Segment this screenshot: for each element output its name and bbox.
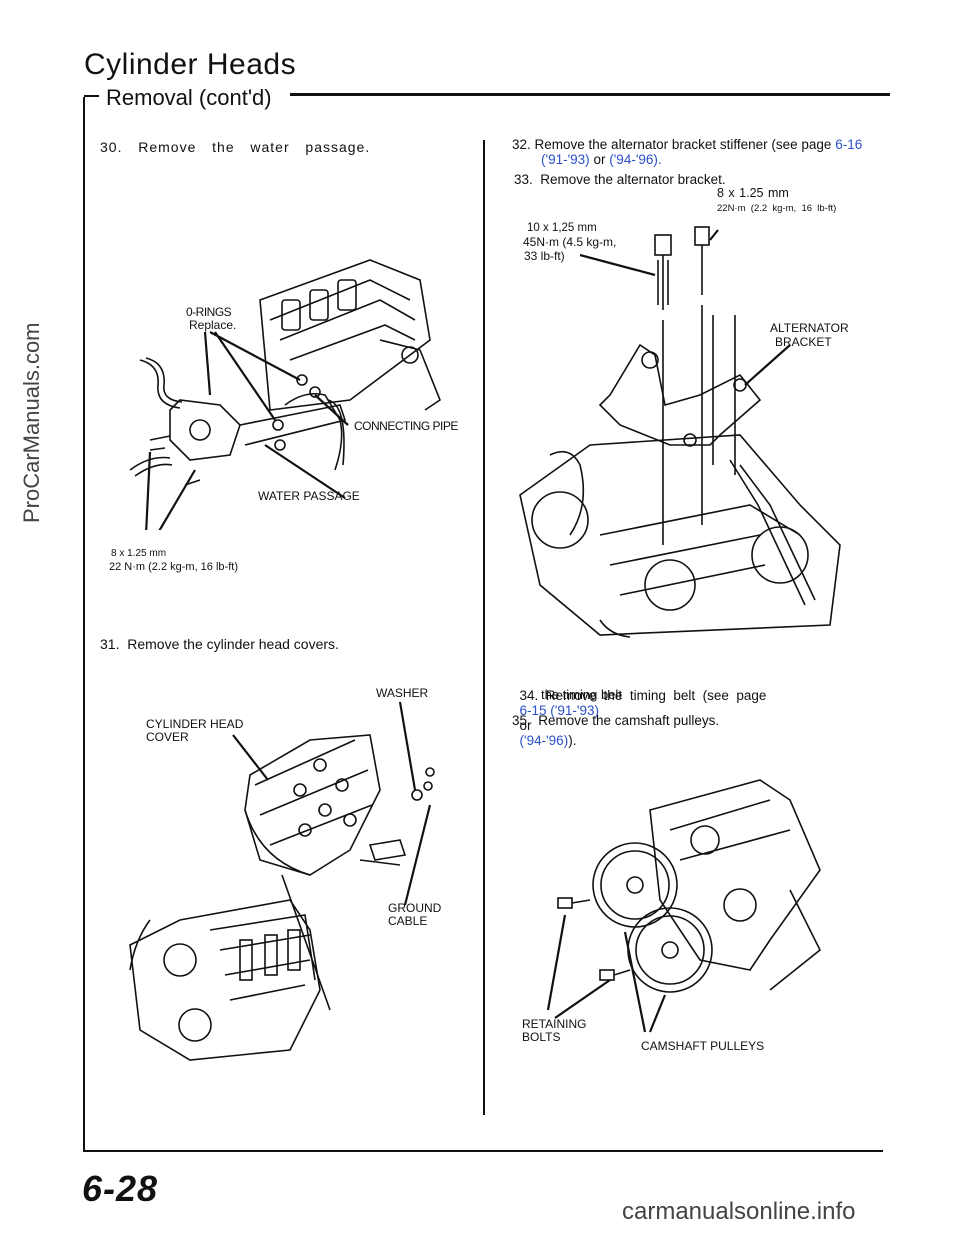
step-30: 30. Remove the water passage. (100, 139, 371, 155)
water-passage-illustration (129, 259, 441, 530)
subtitle-rule-left (84, 95, 99, 97)
connecting-pipe-label: CONNECTING PIPE (354, 419, 458, 433)
step-32-line2: ('91-'93) or ('94-'96). (541, 152, 662, 167)
step-32-or: or (593, 152, 606, 167)
orings-note: Replace. (189, 318, 237, 332)
step-35: 35. Remove the camshaft pulleys. (512, 713, 720, 728)
torque-value-left: 22 N·m (2.2 kg-m, 16 lb-ft) (109, 561, 238, 573)
alternator-bracket-illustration (519, 226, 841, 638)
alternator-bracket-label-2: BRACKET (775, 335, 832, 349)
step-32-page-link[interactable]: 6-16 (835, 137, 863, 152)
subtitle-rule-right (290, 93, 890, 96)
ground-cable-label-1: GROUND (388, 901, 442, 915)
step-32-link-91-93[interactable]: ('91-'93) (541, 152, 590, 167)
column-divider (483, 140, 485, 1115)
step-32-link-94-96[interactable]: ('94-'96). (609, 152, 662, 167)
cylinder-head-cover-label-2: COVER (146, 730, 189, 744)
step-34-or: or (519, 718, 532, 733)
step-31: 31. Remove the cylinder head covers. (100, 636, 339, 652)
left-margin-rule (83, 97, 85, 1152)
orings-label: 0-RINGS (186, 305, 232, 319)
bolt-small-size: 8 x 1.25 mm (717, 186, 789, 200)
retaining-bolts-label-1: RETAINING (522, 1017, 587, 1031)
step-32: 32. Remove the alternator bracket stiffe… (512, 137, 862, 152)
step-33: 33. Remove the alternator bracket. (514, 172, 726, 187)
bolt-small-torque: 22N·m (2.2 kg-m, 16 lb-ft) (717, 203, 837, 214)
step-34-sub: the timing belt (541, 687, 622, 702)
ground-cable-label-2: CABLE (388, 914, 428, 928)
step-32-text: 32. Remove the alternator bracket stiffe… (512, 137, 832, 152)
step-34-text: 34. Remove the timing belt (see page (519, 688, 767, 703)
step-34-end: ). (568, 733, 577, 748)
camshaft-pulleys-illustration (546, 779, 822, 1033)
bolt-large-size: 10 x 1,25 mm (527, 222, 597, 234)
watermark: ProCarManuals.com (19, 322, 44, 523)
step-34-link-91-93[interactable]: 6-15 ('91-'93) (519, 703, 599, 718)
bolt-large-torque-1: 45N·m (4.5 kg-m, (523, 235, 617, 249)
water-passage-label: WATER PASSAGE (258, 489, 360, 503)
cylinder-head-cover-illustration (129, 701, 435, 1061)
footer-rule (83, 1150, 883, 1152)
step-34: 34. Remove the timing belt (see page 6-1… (512, 673, 767, 748)
page-number: 6-28 (82, 1168, 159, 1209)
section-subtitle: Removal (cont'd) (106, 85, 272, 110)
retaining-bolts-label-2: BOLTS (522, 1030, 561, 1044)
page-title: Cylinder Heads (84, 48, 297, 81)
footer-site: carmanualsonline.info (622, 1198, 856, 1225)
alternator-bracket-label-1: ALTERNATOR (770, 321, 849, 335)
step-34-link-94-96[interactable]: ('94-'96) (519, 733, 569, 748)
cylinder-head-cover-label-1: CYLINDER HEAD (146, 717, 244, 731)
camshaft-pulleys-label: CAMSHAFT PULLEYS (641, 1039, 765, 1053)
washer-label: WASHER (376, 686, 429, 700)
torque-size-left: 8 x 1.25 mm (111, 548, 167, 559)
bolt-large-torque-2: 33 lb-ft) (524, 249, 565, 263)
